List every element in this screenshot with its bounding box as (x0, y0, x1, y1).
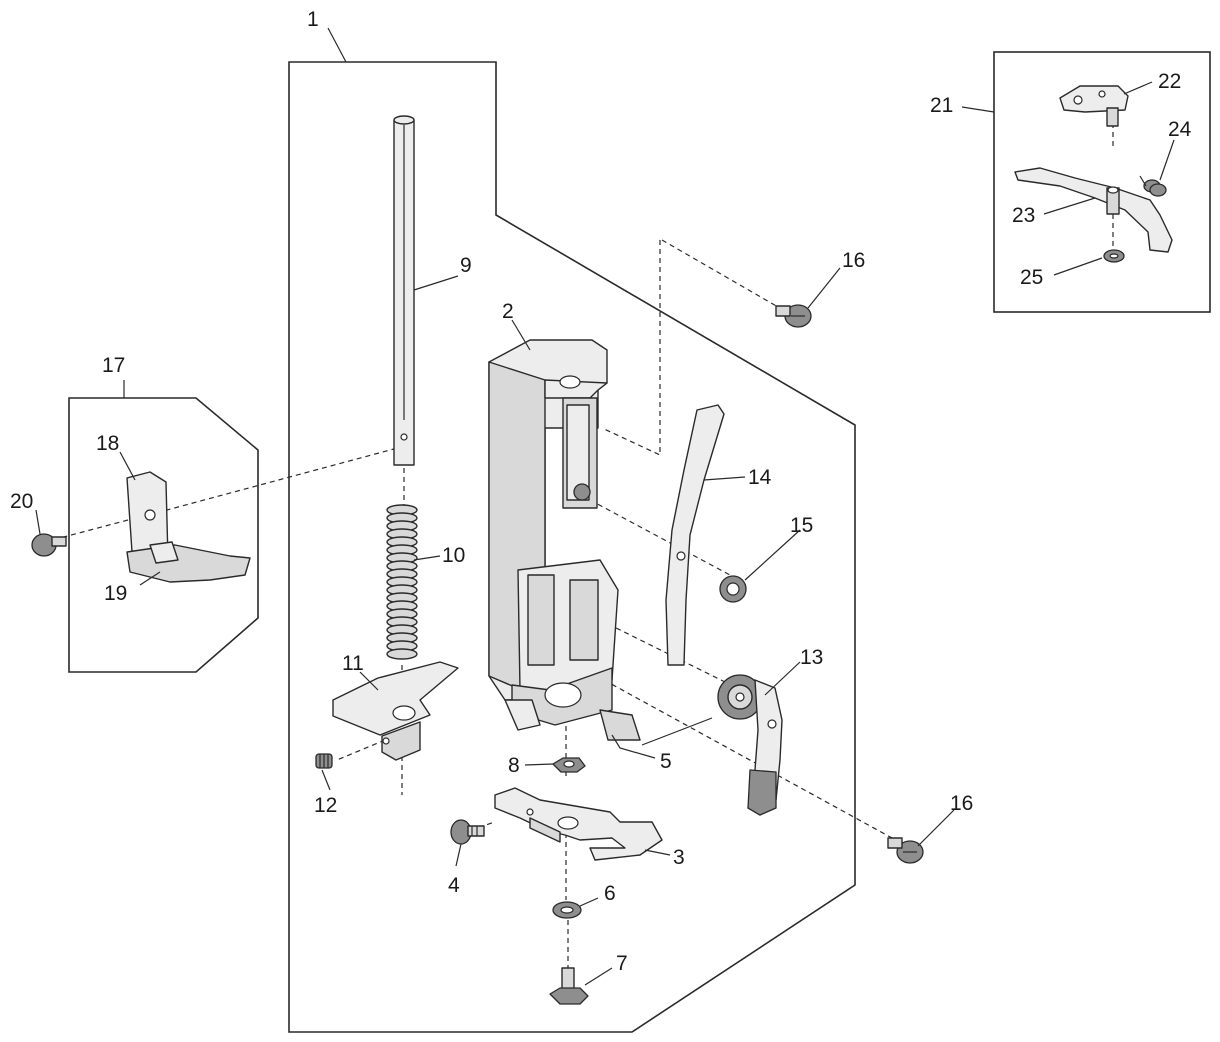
label-20: 20 (10, 490, 33, 513)
plate-part-5 (599, 709, 641, 741)
assembly-17-frame (68, 397, 259, 673)
assembly-21-frame (993, 51, 1211, 313)
screw-part-16-upper (775, 304, 812, 328)
label-4: 4 (448, 874, 460, 897)
label-16-upper: 16 (842, 249, 865, 272)
lifting-lever-part-13 (717, 674, 783, 816)
presser-spring-part-10 (386, 504, 418, 660)
label-25: 25 (1020, 266, 1043, 289)
label-13: 13 (800, 646, 823, 669)
set-screw-part-12 (315, 753, 333, 769)
label-18: 18 (96, 432, 119, 455)
bracket-part-11 (332, 661, 459, 761)
assembly-lines (59, 123, 1114, 968)
label-8: 8 (508, 754, 520, 777)
label-6: 6 (604, 882, 616, 905)
retaining-ring-part-15 (719, 575, 747, 603)
label-19: 19 (104, 582, 127, 605)
nut-part-8 (552, 757, 586, 773)
label-1: 1 (307, 8, 319, 31)
screw-part-20 (31, 533, 67, 557)
label-15: 15 (790, 514, 813, 537)
spring-part-24 (1139, 175, 1167, 197)
label-2: 2 (502, 300, 514, 323)
label-3: 3 (673, 846, 685, 869)
assembly-1-frame (288, 61, 856, 1033)
label-7: 7 (616, 952, 628, 975)
lower-plate-part-3 (494, 787, 663, 861)
lever-plate-part-14 (665, 404, 725, 666)
screw-part-4 (450, 819, 485, 845)
e-ring-part-25 (1103, 249, 1125, 263)
label-23: 23 (1012, 204, 1035, 227)
label-16-lower: 16 (950, 792, 973, 815)
label-9: 9 (460, 254, 472, 277)
bolt-part-7 (549, 967, 589, 1005)
label-12: 12 (314, 794, 337, 817)
label-5: 5 (660, 750, 672, 773)
label-24: 24 (1168, 118, 1192, 141)
label-17: 17 (102, 354, 125, 377)
label-11: 11 (342, 652, 364, 675)
washer-part-6 (552, 901, 582, 919)
presser-bar-part-9 (393, 115, 415, 466)
screw-part-16-lower (887, 837, 924, 864)
presser-foot-part-18-19 (126, 471, 251, 583)
leader-lines (35, 27, 1175, 986)
label-10: 10 (442, 544, 465, 567)
lever-part-23 (1014, 167, 1173, 253)
label-14: 14 (748, 466, 772, 489)
label-22: 22 (1158, 70, 1181, 93)
plate-part-22 (1059, 85, 1129, 127)
main-block-part-2 (488, 339, 619, 731)
label-21: 21 (930, 94, 953, 117)
